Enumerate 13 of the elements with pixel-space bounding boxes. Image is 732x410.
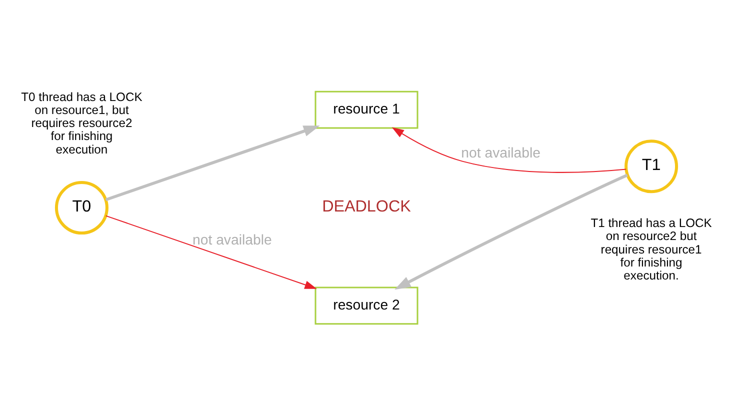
arrow xyxy=(104,125,320,201)
arrow xyxy=(391,126,626,172)
arrow xyxy=(394,173,628,290)
node-box: resource 1 xyxy=(314,90,418,128)
node-label: T0 thread has a LOCK on resource1, but requires resource2 for finishing execution xyxy=(20,89,142,156)
edge-label: not available xyxy=(460,144,540,160)
edge-label: not available xyxy=(192,230,272,247)
label: DEADLOCK xyxy=(322,197,410,216)
node-circle: T1 xyxy=(624,139,678,193)
node-circle: T0 xyxy=(54,180,108,234)
arrow xyxy=(105,214,316,288)
node-label: T1 thread has a LOCK on resource2 but requires resource1 for finishing execution. xyxy=(590,216,712,282)
node-box: resource 2 xyxy=(314,286,418,324)
